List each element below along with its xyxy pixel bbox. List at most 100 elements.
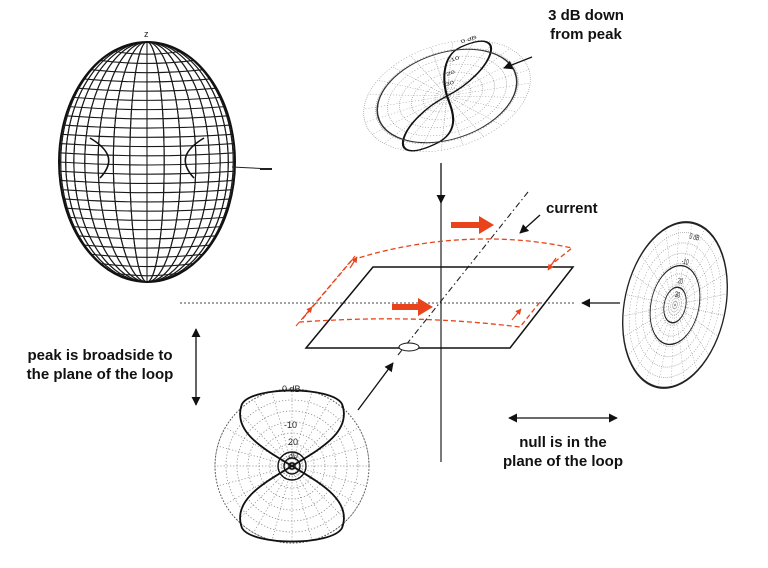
polar-grid-spoke xyxy=(253,399,293,467)
pattern-bottom-upper-lobe xyxy=(239,389,345,468)
polar-grid-spoke xyxy=(674,228,705,306)
polar-grid-spoke xyxy=(368,94,448,97)
mesh-latitude-line xyxy=(113,50,181,55)
current-arrow-upper-left-small xyxy=(349,256,358,269)
arrow-3db-pointer xyxy=(503,56,533,70)
mesh-longitude-line xyxy=(97,42,197,282)
label-3db-down-line1: 3 dB down xyxy=(548,7,624,24)
mesh-longitude-line xyxy=(60,42,234,282)
pattern-right-label-10: -10 xyxy=(681,257,690,267)
label-3db-down: 3 dB down from peak xyxy=(525,6,647,44)
polar-grid-spoke xyxy=(271,465,293,541)
mesh-latitude-line xyxy=(77,235,217,240)
pattern-right-group: 0 dB -10 20 30 xyxy=(622,221,728,389)
mesh-latitude-line xyxy=(61,133,233,138)
mesh-latitude-line xyxy=(72,96,222,101)
mesh-latitude-line xyxy=(100,59,194,65)
label-peak-broadside: peak is broadside to the plane of the lo… xyxy=(4,346,196,384)
polar-grid-spoke xyxy=(674,304,698,371)
polar-grid-spoke xyxy=(217,465,293,487)
pattern-3d-latitude-lines xyxy=(59,50,235,277)
pattern-bottom-core-ring-2 xyxy=(283,457,301,475)
mesh-latitude-line xyxy=(72,226,222,231)
pattern-bottom-label-20: 20 xyxy=(288,437,298,447)
label-null-line2: plane of the loop xyxy=(503,453,623,470)
polar-grid-spoke xyxy=(291,411,347,467)
current-arrow-bottom-large xyxy=(392,298,433,316)
polar-grid-spoke xyxy=(446,95,526,98)
polar-grid-spoke xyxy=(377,79,448,97)
label-peak-line1: peak is broadside to xyxy=(27,347,173,364)
polar-grid-spoke xyxy=(670,304,676,388)
label-null-line1: null is in the xyxy=(519,434,607,451)
mesh-latitude-line xyxy=(77,87,217,92)
mesh-latitude-line xyxy=(68,106,226,111)
polar-grid-spoke xyxy=(291,465,347,521)
polar-grid-spoke xyxy=(291,465,313,541)
mesh-longitude-line xyxy=(129,42,165,282)
current-arrow-lower-right-small xyxy=(511,308,522,321)
mesh-latitude-line xyxy=(60,179,234,185)
mesh-latitude-line xyxy=(83,244,211,249)
polar-grid-spoke xyxy=(652,239,676,306)
polar-grid-spoke xyxy=(627,304,676,356)
polar-grid-spoke xyxy=(291,465,367,487)
pattern-bottom-core-ring-1 xyxy=(277,451,307,481)
polar-grid-ring xyxy=(247,421,337,511)
polar-grid-spoke xyxy=(674,293,728,306)
mesh-latitude-line xyxy=(63,198,231,203)
polar-grid-spoke xyxy=(291,465,331,533)
label-null-plane: null is in the plane of the loop xyxy=(483,433,643,471)
pattern-top-lobes xyxy=(401,40,493,152)
polar-grid-spoke xyxy=(674,304,685,382)
polar-grid-spoke xyxy=(665,228,676,306)
pattern-right-label-20: 20 xyxy=(677,277,684,286)
mesh-latitude-line xyxy=(59,170,235,175)
polar-grid-spoke xyxy=(622,304,676,317)
polar-grid-spoke xyxy=(271,391,293,467)
pattern-3d-null-dimple xyxy=(89,137,205,179)
pattern-3d-outline xyxy=(58,41,236,283)
mesh-longitude-line xyxy=(84,42,210,282)
mesh-latitude-line xyxy=(60,142,234,148)
pattern-3d-mesh xyxy=(59,42,235,282)
arrow-current-pointer xyxy=(519,214,541,234)
pattern-bottom-label-30: 30 xyxy=(288,450,298,460)
polar-grid-spoke xyxy=(291,445,367,467)
mesh-latitude-line xyxy=(83,78,211,83)
label-current: current xyxy=(546,200,598,217)
label-3db-down-line2: from peak xyxy=(550,26,622,43)
pattern-right-grid xyxy=(622,221,728,389)
current-arrow-left-small xyxy=(302,306,313,319)
polar-grid-ring xyxy=(655,273,695,337)
polar-grid-spoke xyxy=(645,304,676,382)
pattern-top-group: 0 dB -10 20 30 xyxy=(363,35,531,153)
polar-grid-spoke xyxy=(446,95,517,113)
pattern-bottom-group: 0 dB -10 20 30 xyxy=(214,384,370,544)
loop-feed-point xyxy=(398,342,420,352)
loop-normal-axis xyxy=(397,191,529,356)
mesh-latitude-line xyxy=(90,253,204,258)
polar-grid-spoke xyxy=(674,304,719,337)
current-path-top xyxy=(351,238,574,269)
loop-plane xyxy=(304,266,575,349)
pattern-bottom-lower-lobe xyxy=(239,464,345,543)
polar-grid-ring xyxy=(280,454,304,478)
polar-grid-spoke xyxy=(237,411,293,467)
polar-grid-spoke xyxy=(217,445,293,467)
polar-grid-spoke xyxy=(253,465,293,533)
polar-grid-spoke xyxy=(291,399,331,467)
polar-grid-spoke xyxy=(674,254,723,306)
mesh-latitude-line xyxy=(65,115,229,120)
current-arrow-right-small xyxy=(547,257,557,271)
polar-grid-ring xyxy=(628,232,722,378)
polar-grid-spoke xyxy=(631,273,676,306)
pattern-bottom-label-10: -10 xyxy=(284,420,297,430)
polar-grid-ring xyxy=(434,87,460,105)
mesh-latitude-line xyxy=(61,189,233,194)
polar-grid-ring xyxy=(661,283,689,327)
pattern-3d-axis-label: z xyxy=(144,29,149,39)
pattern-top-label-20: 20 xyxy=(446,70,456,78)
mesh-longitude-line xyxy=(65,42,229,282)
label-peak-line2: the plane of the loop xyxy=(26,366,174,383)
